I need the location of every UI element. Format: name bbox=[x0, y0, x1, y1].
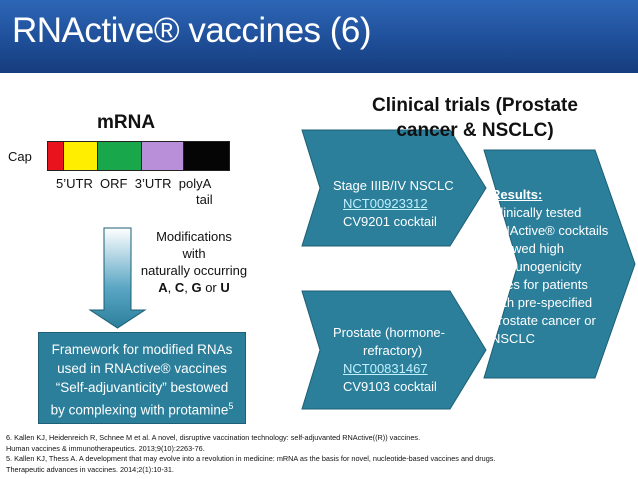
reference-superscript: 5 bbox=[228, 401, 234, 411]
framework-line-3: “Self-adjuvanticity” bestowed bbox=[55, 380, 229, 395]
title-bar: RNActive® vaccines (6) bbox=[0, 0, 638, 73]
chevron-trial-2 bbox=[301, 290, 487, 410]
sep: , bbox=[184, 280, 192, 295]
reference-line-2: Human vaccines & immunotherapeutics. 201… bbox=[6, 443, 205, 453]
framework-line-4-text: by complexing with protamine bbox=[50, 402, 229, 418]
framework-line-4: by complexing with protamine5 bbox=[39, 397, 245, 420]
nucleotide-a: A bbox=[158, 280, 168, 295]
framework-line-2: used in RNActive® vaccines bbox=[57, 361, 227, 376]
trial-2-text: Prostate (hormone- refractory) NCT008314… bbox=[333, 324, 473, 396]
trial-2-stage-line-1: Prostate (hormone- bbox=[333, 325, 445, 340]
trial-2-cocktail: CV9103 cocktail bbox=[343, 379, 437, 394]
modifications-text: Modifications with naturally occurring A… bbox=[126, 228, 262, 296]
clinical-trials-title: Clinical trials (Prostate cancer & NSCLC… bbox=[340, 93, 610, 143]
reference-line-4: Therapeutic advances in vaccines. 2014;2… bbox=[6, 464, 174, 474]
chevron-trial-1 bbox=[301, 129, 487, 247]
nucleotide-c: C bbox=[174, 280, 185, 295]
trial-2-stage-line-2: refractory) bbox=[363, 343, 423, 358]
results-text: Results: Clinically tested RNActive® coc… bbox=[491, 186, 611, 348]
modifications-line-3: naturally occurring bbox=[140, 263, 248, 278]
nucleotide-u: U bbox=[220, 280, 230, 295]
mrna-segment-5utr bbox=[63, 141, 98, 171]
trial-1-text: Stage IIIB/IV NSCLC NCT00923312 CV9201 c… bbox=[333, 177, 473, 231]
modifications-line-2: with bbox=[182, 246, 206, 261]
nucleotide-g: G bbox=[191, 280, 202, 295]
cap-label: Cap bbox=[8, 149, 32, 164]
down-arrow-icon bbox=[88, 227, 147, 329]
mrna-label: mRNA bbox=[97, 112, 156, 133]
reference-line-1: 6. Kallen KJ, Heidenreich R, Schnee M et… bbox=[6, 433, 421, 442]
trial-2-link[interactable]: NCT00831467 bbox=[343, 361, 428, 376]
results-heading: Results: bbox=[491, 187, 543, 202]
reference-line-3: 5. Kallen KJ, Thess A. A development tha… bbox=[6, 454, 496, 463]
chevron-results bbox=[483, 149, 636, 379]
framework-box: Framework for modified RNAs used in RNAc… bbox=[38, 332, 246, 424]
references: 6. Kallen KJ, Heidenreich R, Schnee M et… bbox=[6, 433, 632, 475]
nucleotides-line: A, C, G or U bbox=[126, 279, 262, 296]
mrna-segment-labels: 5’UTR ORF 3’UTR polyA bbox=[56, 176, 212, 191]
results-body: Clinically tested RNActive® cocktails sh… bbox=[491, 205, 609, 346]
clinical-title-line-2: cancer & NSCLC) bbox=[396, 120, 554, 141]
tail-label: tail bbox=[196, 192, 213, 207]
slide-title: RNActive® vaccines (6) bbox=[12, 11, 372, 50]
clinical-title-line-1: Clinical trials (Prostate bbox=[372, 95, 578, 116]
trial-1-cocktail: CV9201 cocktail bbox=[343, 214, 437, 229]
mrna-segment-polya bbox=[183, 141, 230, 171]
sep: , bbox=[167, 280, 175, 295]
framework-line-1: Framework for modified RNAs bbox=[51, 342, 233, 357]
sep: or bbox=[201, 280, 221, 295]
modifications-line-1: Modifications bbox=[156, 229, 232, 244]
trial-1-link[interactable]: NCT00923312 bbox=[343, 196, 428, 211]
trial-1-stage: Stage IIIB/IV NSCLC bbox=[333, 178, 454, 193]
